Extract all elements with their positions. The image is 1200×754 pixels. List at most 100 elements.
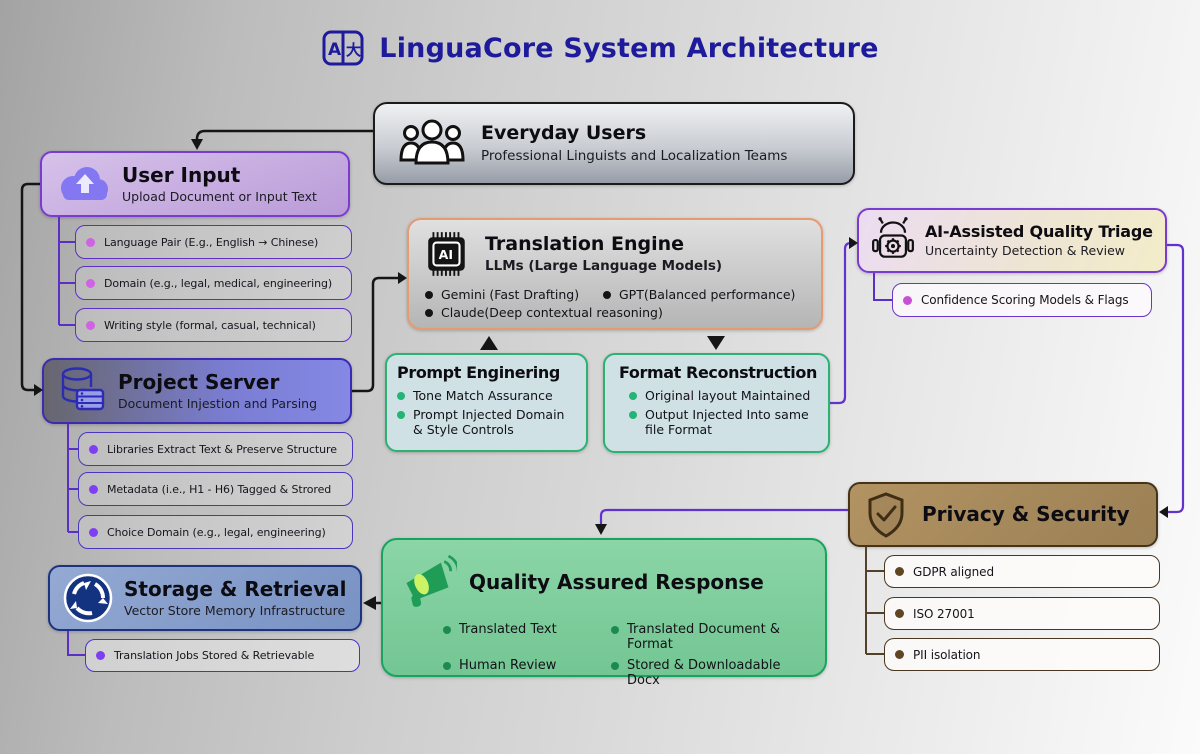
qar-list: Translated Text Translated Document & Fo… [443,622,809,688]
bullet-dot [96,651,105,660]
bullet-dot [611,661,619,670]
translate-icon: A 大 [322,30,364,66]
node-title: Format Reconstruction [619,363,817,382]
bullet-dot [86,237,95,247]
bullet-dot [89,527,98,537]
bullet-dot [629,410,637,419]
wire-triage-to-privacy [1167,243,1185,514]
node-title: Quality Assured Response [469,569,764,594]
privacy-item: ISO 27001 [884,597,1160,630]
node-title: Project Server [118,370,280,394]
svg-text:A: A [328,40,342,60]
node-storage-retrieval: Storage & Retrieval Vector Store Memory … [48,565,362,631]
bullet-dot [443,625,451,634]
bullet-dot [86,278,95,288]
item-label: Prompt Injected Domain & Style Controls [413,407,565,437]
bullet-dot [397,391,405,400]
item-label: Choice Domain (e.g., legal, engineering) [107,525,326,539]
llm-list: Gemini (Fast Drafting) GPT(Balanced perf… [425,287,807,320]
wire-format-to-triage [830,241,853,405]
wire-privacy-to-qar [599,508,848,524]
item-label: Translated Text [459,622,557,637]
wire-userinput-to-projectserver [20,182,40,392]
bullet-dot [611,625,619,634]
bullet-dot [903,295,912,305]
item-label: ISO 27001 [913,606,975,621]
node-quality-assured-response: Quality Assured Response Translated Text… [381,538,827,688]
bullet-dot [397,410,405,419]
node-prompt-engineering: Prompt Enginering Tone Match Assurance P… [385,353,588,452]
node-subtitle: LLMs (Large Language Models) [485,258,723,275]
llm-item: Claude(Deep contextual reasoning) [425,305,807,320]
node-title: Privacy & Security [922,502,1130,526]
bullet-dot [89,484,98,494]
arrowhead-right-engine [398,272,407,284]
arrowhead-down-userinput [191,139,203,150]
wire-users-to-userinput [195,129,373,140]
node-subtitle: Vector Store Memory Infrastructure [124,603,346,618]
arrowhead-left-privacy [1159,506,1168,518]
privacy-item: PII isolation [884,638,1160,671]
project-server-item: Libraries Extract Text & Preserve Struct… [78,432,353,466]
bullet-dot [895,567,904,576]
bullet-dot [629,391,637,400]
node-project-server: Project Server Document Injestion and Pa… [42,358,352,424]
project-server-item: Choice Domain (e.g., legal, engineering) [78,515,353,549]
item-label: Original layout Maintained [645,388,811,403]
item-label: GPT(Balanced performance) [619,287,796,302]
item-label: Output Injected Into same file Format [645,407,809,437]
project-server-item: Metadata (i.e., H1 - H6) Tagged & Strore… [78,472,353,506]
node-subtitle: Document Injestion and Parsing [118,396,318,411]
item-label: Libraries Extract Text & Preserve Struct… [107,442,337,456]
svg-text:大: 大 [346,41,361,59]
node-title: Translation Engine [485,232,685,255]
qar-item: Human Review [443,658,611,688]
pe-item: Prompt Injected Domain & Style Controls [397,407,576,437]
item-label: Writing style (formal, casual, technical… [104,318,316,332]
bullet-dot [603,290,611,299]
bullet-dot [86,320,95,330]
node-subtitle: Uncertainty Detection & Review [925,243,1126,259]
fr-item: Output Injected Into same file Format [629,407,818,437]
cloud-upload-icon [61,167,108,200]
item-label: Stored & Downloadable Docx [627,658,781,688]
fr-item: Original layout Maintained [629,388,818,403]
bullet-dot [425,290,433,299]
storage-item: Translation Jobs Stored & Retrievable [85,639,360,672]
item-label: Translation Jobs Stored & Retrievable [114,649,315,662]
item-label: GDPR aligned [913,564,994,579]
node-title: User Input [122,163,241,187]
tree-project-server [67,424,78,533]
node-title: Everyday Users [481,122,647,145]
diagram-header: A 大 LinguaCore System Architecture [0,26,1200,70]
tree-storage [67,631,85,656]
bullet-dot [89,444,98,454]
item-label: Human Review [459,658,557,673]
arrowhead-down-qar [595,524,607,535]
triage-item: Confidence Scoring Models & Flags [892,283,1152,317]
node-translation-engine: AI Translation Engine LLMs (Large Langua… [407,218,823,330]
llm-item: GPT(Balanced performance) [603,287,807,302]
robot-icon [872,216,914,258]
item-label: Translated Document & Format [627,622,781,652]
svg-text:AI: AI [439,247,453,262]
shield-check-icon [868,491,904,538]
bullet-dot [425,308,433,317]
node-subtitle: Professional Linguists and Localization … [481,147,788,164]
bullet-dot [895,609,904,618]
item-label: Confidence Scoring Models & Flags [921,293,1129,307]
arrowhead-down-format [707,336,725,350]
ai-chip-icon: AI [428,232,465,276]
llm-item: Gemini (Fast Drafting) [425,287,603,302]
item-label: Tone Match Assurance [413,388,553,403]
node-title: Prompt Enginering [397,363,560,382]
tree-privacy [865,547,884,655]
item-label: PII isolation [913,647,981,662]
sync-arrows-icon [63,573,113,623]
user-input-item: Language Pair (E.g., English → Chinese) [75,225,352,259]
bullet-dot [895,650,904,659]
bullet-dot [443,661,451,670]
item-label: Language Pair (E.g., English → Chinese) [104,235,319,249]
node-format-reconstruction: Format Reconstruction Original layout Ma… [603,353,830,453]
